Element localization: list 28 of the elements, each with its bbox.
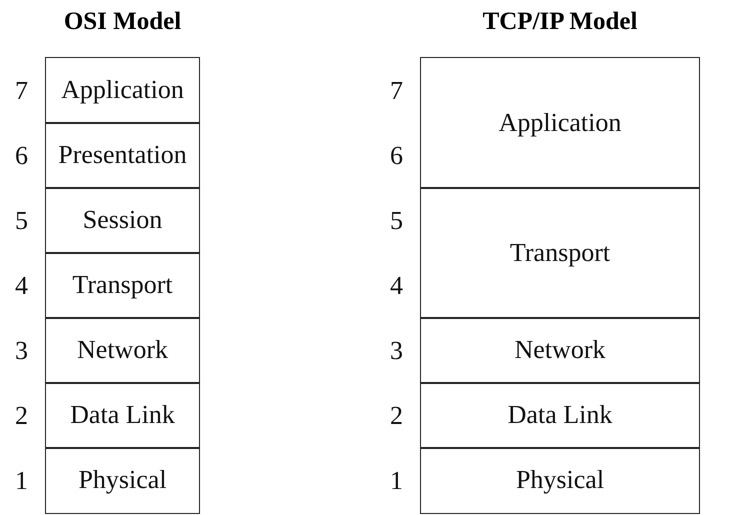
layer-number: 3	[15, 336, 28, 366]
layer-number: 1	[15, 466, 28, 496]
layer-number: 2	[390, 400, 403, 430]
layer-number: 5	[390, 206, 403, 236]
column-heading: OSI Model	[64, 8, 182, 36]
layer-box: Application	[420, 57, 700, 188]
layer-box: Session	[45, 187, 200, 254]
layer-number: 4	[390, 270, 403, 300]
layer-number: 7	[15, 76, 28, 106]
layer-number: 1	[390, 466, 403, 496]
layer-number: 3	[390, 336, 403, 366]
layer-box: Presentation	[45, 122, 200, 188]
layer-box: Application	[45, 57, 200, 124]
layer-box: Physical	[420, 447, 700, 514]
layer-box: Network	[420, 317, 700, 384]
column-heading: TCP/IP Model	[482, 8, 638, 36]
layer-box: Data Link	[420, 382, 700, 448]
layer-box: Physical	[45, 447, 200, 514]
layer-box: Transport	[45, 252, 200, 318]
layer-number: 4	[15, 270, 28, 300]
layer-number: 7	[390, 76, 403, 106]
layer-box: Data Link	[45, 382, 200, 448]
layer-number: 2	[15, 400, 28, 430]
layer-number: 5	[15, 206, 28, 236]
layer-box: Transport	[420, 187, 700, 318]
layer-number: 6	[15, 140, 28, 170]
layer-number: 6	[390, 140, 403, 170]
layer-box: Network	[45, 317, 200, 384]
